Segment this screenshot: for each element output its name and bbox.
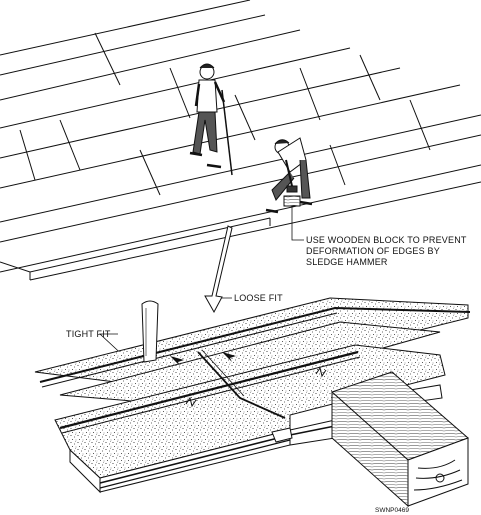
loose-fit-label: LOOSE FIT: [234, 293, 283, 303]
figure-id: SWNP0469: [375, 507, 409, 514]
instruction-callout-line1: USE WOODEN BLOCK TO PREVENT: [306, 235, 467, 245]
instruction-callout-line2: DEFORMATION OF EDGES BY: [306, 246, 440, 256]
worker-hammering-figure: [265, 137, 313, 214]
mat-detail-section: [34, 297, 471, 494]
worker-standing-figure: [189, 63, 233, 176]
detail-arrow: [204, 225, 233, 314]
stake-post: [141, 300, 159, 363]
instruction-callout-line3: SLEDGE HAMMER: [306, 257, 388, 267]
tight-fit-label: TIGHT FIT: [66, 329, 111, 339]
wooden-block: [331, 371, 469, 508]
